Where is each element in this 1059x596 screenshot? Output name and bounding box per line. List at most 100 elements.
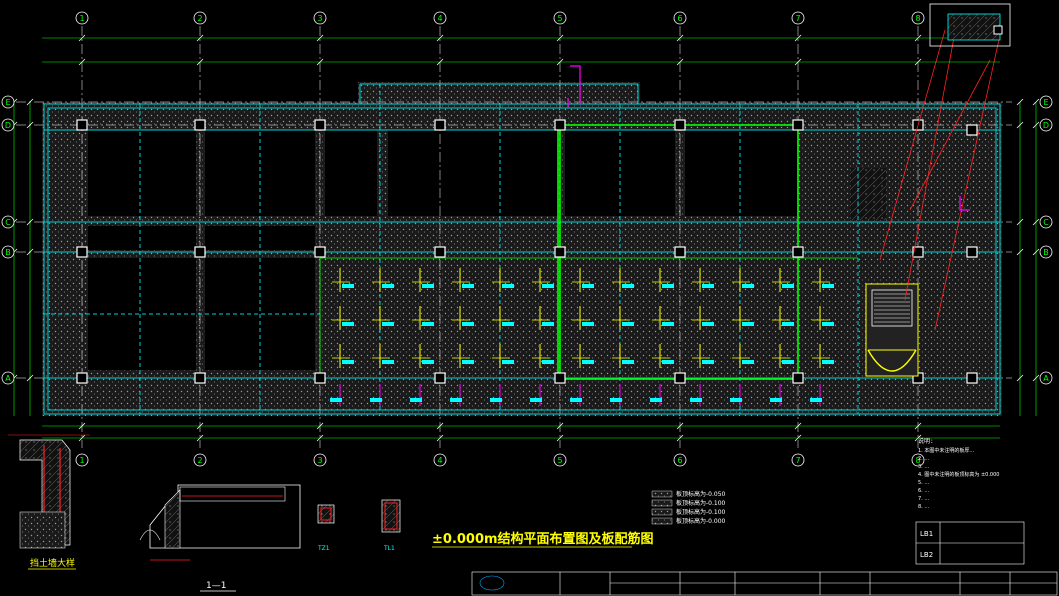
svg-text:B: B	[1043, 248, 1049, 257]
column	[76, 119, 88, 131]
svg-text:1: 1	[79, 14, 84, 23]
svg-text:8: 8	[915, 14, 920, 23]
column	[194, 372, 206, 384]
axis-bubble-col-7: 7	[791, 453, 805, 467]
axis-bubble-col-6: 6	[673, 453, 687, 467]
legend-swatch	[651, 517, 673, 525]
legend-item: 板顶标高为-0.050	[676, 490, 726, 498]
svg-text:A: A	[1043, 374, 1049, 383]
column	[966, 246, 978, 258]
axis-bubble-row-C: C	[1039, 215, 1053, 229]
svg-text:5: 5	[557, 456, 562, 465]
general-notes: 说明: 1. 本图中未注明的板厚...2. ...3. ...4. 图中未注明的…	[915, 437, 1025, 565]
column	[314, 372, 326, 384]
svg-text:6: 6	[677, 456, 682, 465]
axis-bubble-col-8: 8	[911, 453, 925, 467]
svg-text:5: 5	[557, 14, 562, 23]
stair	[865, 283, 919, 377]
columns	[76, 119, 978, 384]
axis-bubble-row-D: D	[1, 118, 15, 132]
svg-text:6: 6	[677, 14, 682, 23]
legend-item: 板顶标高为-0.000	[676, 517, 726, 525]
tz1-detail: TZ1	[317, 504, 335, 552]
axis-bubble-row-B: B	[1039, 245, 1053, 259]
section-marks	[567, 65, 970, 211]
svg-text:8: 8	[915, 456, 920, 465]
axis-bubble-col-8: 8	[911, 11, 925, 25]
axis-bubble-col-2: 2	[193, 11, 207, 25]
svg-text:D: D	[1043, 121, 1049, 130]
svg-text:7: 7	[795, 456, 800, 465]
tl1-label: TL1	[383, 545, 395, 552]
svg-text:E: E	[5, 98, 10, 107]
axis-bubble-row-B: B	[1, 245, 15, 259]
column	[554, 372, 566, 384]
axis-bubble-col-1: 1	[75, 11, 89, 25]
lb1-label: LB1	[920, 530, 933, 538]
axis-bubble-col-4: 4	[433, 453, 447, 467]
stair-detail-top	[929, 3, 1011, 47]
axis-bubble-row-E: E	[1, 95, 15, 109]
axis-bubble-row-A: A	[1, 371, 15, 385]
svg-text:3: 3	[317, 14, 322, 23]
svg-text:C: C	[5, 218, 11, 227]
svg-text:3: 3	[317, 456, 322, 465]
axis-bubble-col-3: 3	[313, 453, 327, 467]
svg-text:A: A	[5, 374, 11, 383]
legend-swatch	[651, 499, 673, 507]
legend-swatch	[651, 490, 673, 498]
axis-bubble-col-1: 1	[75, 453, 89, 467]
column	[76, 372, 88, 384]
note-line: 8. ...	[918, 504, 930, 510]
column	[792, 246, 804, 258]
svg-text:7: 7	[795, 14, 800, 23]
column	[966, 124, 978, 136]
axis-bubble-col-6: 6	[673, 11, 687, 25]
axis-bubble-col-4: 4	[433, 11, 447, 25]
column	[434, 246, 446, 258]
lb2-label: LB2	[920, 551, 933, 559]
svg-text:2: 2	[197, 456, 202, 465]
slab-rebar-marks	[330, 268, 834, 406]
legend-item: 板顶标高为-0.100	[676, 508, 726, 516]
column	[314, 246, 326, 258]
axis-bubble-row-C: C	[1, 215, 15, 229]
axis-bubble-row-D: D	[1039, 118, 1053, 132]
section-1-1-label: 1—1	[206, 581, 226, 591]
column	[194, 246, 206, 258]
column	[554, 119, 566, 131]
svg-text:D: D	[5, 121, 11, 130]
section-1-1: 1—1	[139, 484, 301, 592]
svg-text:E: E	[1043, 98, 1048, 107]
axis-bubble-col-7: 7	[791, 11, 805, 25]
legend-swatch	[651, 508, 673, 516]
legend-item: 板顶标高为-0.100	[676, 499, 726, 507]
column	[434, 372, 446, 384]
note-line: 6. ...	[918, 488, 930, 494]
svg-text:B: B	[5, 248, 11, 257]
dimension-lines-top	[13, 37, 1037, 439]
axis-bubble-row-E: E	[1039, 95, 1053, 109]
axis-bubble-row-A: A	[1039, 371, 1053, 385]
column	[912, 246, 924, 258]
column	[314, 119, 326, 131]
note-line: 3. ...	[918, 464, 930, 470]
axis-bubble-col-3: 3	[313, 11, 327, 25]
tl1-detail: TL1	[381, 499, 401, 552]
title-block	[471, 571, 1058, 596]
column	[966, 372, 978, 384]
column	[194, 119, 206, 131]
tz1-label: TZ1	[317, 545, 330, 552]
detail-title: 挡土墙大样	[30, 557, 75, 569]
axis-bubble-col-2: 2	[193, 453, 207, 467]
axis-bubble-col-5: 5	[553, 453, 567, 467]
column	[76, 246, 88, 258]
column	[792, 119, 804, 131]
column	[674, 119, 686, 131]
svg-text:C: C	[1043, 218, 1049, 227]
axis-bubble-col-5: 5	[553, 11, 567, 25]
leader-lines	[879, 29, 1001, 331]
notes-header: 说明:	[918, 437, 934, 445]
